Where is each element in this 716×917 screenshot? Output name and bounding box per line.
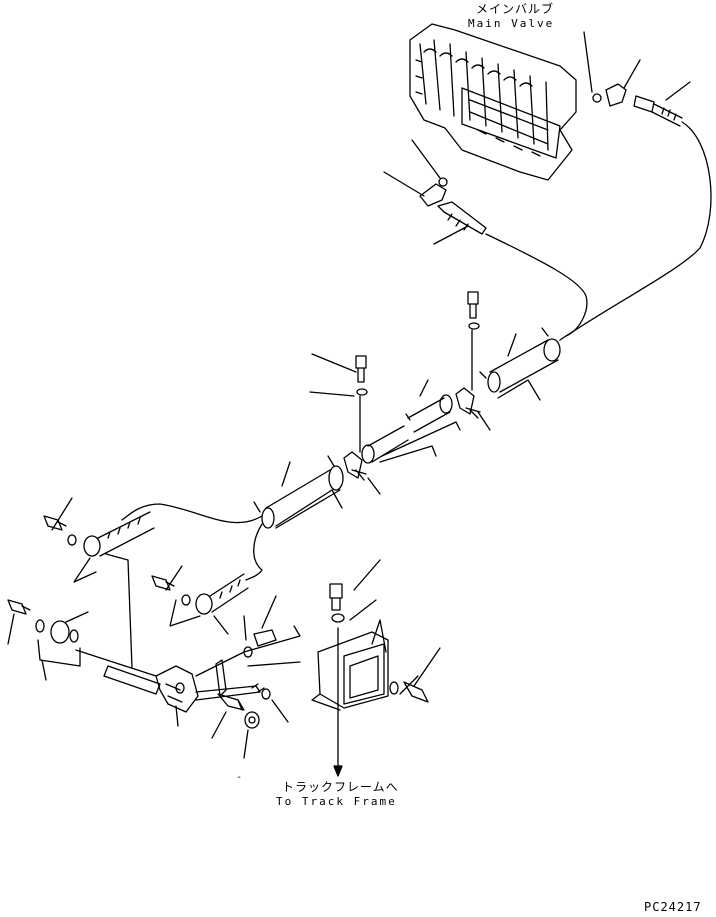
main-valve-label-jp: メインバルブ — [476, 2, 555, 16]
hose-sleeves — [122, 292, 560, 580]
track-frame-bracket — [312, 560, 440, 776]
main-valve — [410, 24, 576, 180]
lower-left-fittings — [8, 498, 248, 680]
dash-mark: - — [236, 772, 245, 783]
main-valve-label-en: Main Valve — [468, 17, 555, 30]
track-frame-label-en: To Track Frame — [276, 795, 397, 808]
lower-block — [76, 596, 300, 758]
drawing-code: PC24217 — [644, 900, 702, 914]
upper-right-fittings — [560, 32, 711, 340]
valve-left-fittings — [384, 140, 587, 336]
track-frame-label-jp: トラックフレームへ — [282, 780, 399, 794]
